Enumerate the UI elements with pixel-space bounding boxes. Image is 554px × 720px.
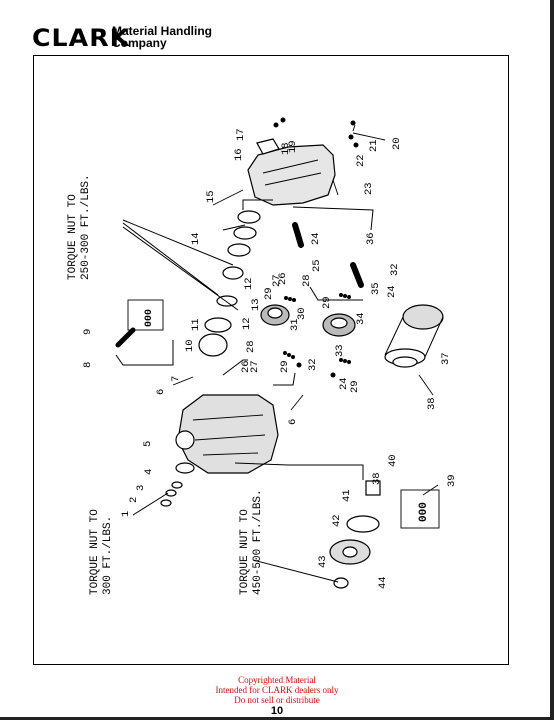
output-gear [402, 304, 444, 330]
part-label: 26 [240, 360, 252, 373]
part-label: 12 [243, 277, 255, 290]
part-label: 44 [377, 576, 389, 589]
part-label: 28 [301, 274, 313, 287]
part-label: 31 [289, 318, 301, 331]
torque-note-1: TORQUE NUT TO 250-300 FT./LBS. [67, 174, 92, 280]
part-label: 30 [296, 307, 308, 320]
part-label: 16 [233, 148, 245, 161]
exploded-parts-diagram: 000 000 TORQUE NUT [67, 117, 458, 595]
part-label: 6 [287, 419, 299, 425]
part-label: 20 [391, 137, 403, 150]
page-number: 10 [270, 705, 284, 717]
part-label: 12 [241, 317, 253, 330]
part-label: 35 [370, 282, 382, 295]
part-label: 28 [245, 340, 257, 353]
svg-text:250-300 FT./LBS.: 250-300 FT./LBS. [80, 174, 92, 280]
part-label: 27 [271, 274, 283, 287]
svg-text:000: 000 [144, 309, 155, 327]
washer-14a [237, 210, 261, 224]
part-label: 6 [155, 389, 167, 395]
washer-4 [175, 462, 195, 474]
copyright-line-2: Intended for CLARK dealers only [215, 685, 339, 695]
part-label: 25 [311, 259, 323, 272]
part-label: 38 [371, 472, 383, 485]
svg-text:TORQUE NUT TO: TORQUE NUT TO [67, 194, 79, 280]
part-label: 5 [142, 441, 154, 447]
clark-logo: CLARK [32, 24, 131, 52]
part-label: 33 [334, 344, 346, 357]
shaft-25 [292, 222, 304, 248]
part-label: 27 [249, 360, 261, 373]
part-label: 22 [355, 154, 367, 167]
part-label: 32 [307, 358, 319, 371]
nut-44 [333, 577, 349, 589]
part-label: 42 [331, 514, 343, 527]
part-label: 36 [365, 232, 377, 245]
torque-note-3: TORQUE NUT TO 450-500 FT./LBS. [239, 489, 264, 595]
part-label: 43 [317, 555, 329, 568]
part-label: 24 [338, 377, 350, 390]
part-label: 21 [368, 139, 380, 152]
main-housing [177, 394, 279, 474]
part-label: 29 [279, 360, 291, 373]
part-label: 17 [235, 128, 247, 141]
part-label: 19 [287, 140, 299, 153]
part-label: 40 [387, 454, 399, 467]
part-label: 8 [82, 362, 94, 368]
part-label: 24 [386, 285, 398, 298]
part-label: 39 [446, 474, 458, 487]
top-plate [256, 138, 280, 155]
page-edge-right [550, 0, 554, 720]
part-label: 11 [190, 318, 202, 331]
part-label: 13 [250, 298, 262, 311]
part-label: 37 [440, 352, 452, 365]
part-label: 24 [310, 232, 322, 245]
part-label: 32 [389, 263, 401, 276]
part-label: 41 [341, 489, 353, 502]
part-label: 14 [190, 232, 202, 245]
page-edge-bottom [0, 717, 554, 720]
torque-note-2: TORQUE NUT TO 300 FT./LBS. [89, 509, 114, 595]
part-label: 10 [184, 339, 196, 352]
copyright-line-1: Copyrighted Material [238, 675, 316, 685]
shaft-35 [350, 262, 364, 288]
fitting-8 [115, 327, 136, 348]
copyright-notice: Copyrighted Material Intended for CLARK … [0, 675, 554, 705]
bearing-40 [365, 480, 381, 496]
svg-text:300 FT./LBS.: 300 FT./LBS. [102, 516, 114, 595]
svg-text:450-500 FT./LBS.: 450-500 FT./LBS. [252, 489, 264, 595]
seal-41 [346, 515, 380, 533]
company-line-1: Material Handling [112, 24, 213, 38]
part-labels: 1 2 3 4 5 6 6 7 8 9 10 11 12 12 13 14 15… [82, 128, 458, 589]
part-label: 38 [426, 397, 438, 410]
seal-38 [392, 356, 418, 368]
part-label: 18 [280, 142, 292, 155]
svg-text:000: 000 [418, 502, 430, 522]
part-label: 2 [128, 497, 140, 503]
part-label: 26 [277, 272, 289, 285]
company-name: Material Handling Company [112, 25, 212, 49]
company-line-2: Company [112, 36, 167, 50]
copyright-line-3: Do not sell or distribute [234, 695, 320, 705]
part-label: 15 [205, 190, 217, 203]
part-label: 4 [143, 469, 155, 475]
part-label: 23 [363, 182, 375, 195]
bearing-10 [198, 333, 228, 357]
part-label: 7 [170, 376, 182, 382]
svg-text:TORQUE NUT TO: TORQUE NUT TO [239, 509, 251, 595]
part-label: 9 [82, 329, 94, 335]
part-label: 1 [120, 511, 132, 517]
part-label: 3 [135, 485, 147, 491]
part-label: 29 [349, 380, 361, 393]
part-label: 34 [355, 312, 367, 325]
diagram-frame [33, 55, 509, 665]
part-label: 29 [263, 287, 275, 300]
part-label: 29 [321, 296, 333, 309]
svg-text:TORQUE NUT TO: TORQUE NUT TO [89, 509, 101, 595]
